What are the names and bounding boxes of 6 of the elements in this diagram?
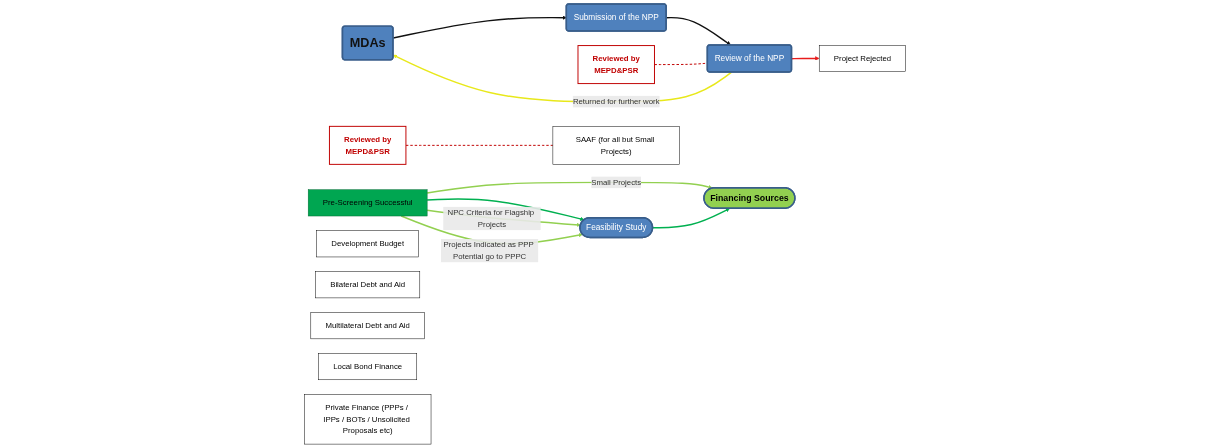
arrow	[392, 15, 567, 39]
arrow	[393, 54, 733, 103]
arrow	[652, 208, 730, 229]
arrow	[426, 198, 585, 221]
arrow	[791, 56, 820, 61]
connector	[405, 144, 554, 146]
